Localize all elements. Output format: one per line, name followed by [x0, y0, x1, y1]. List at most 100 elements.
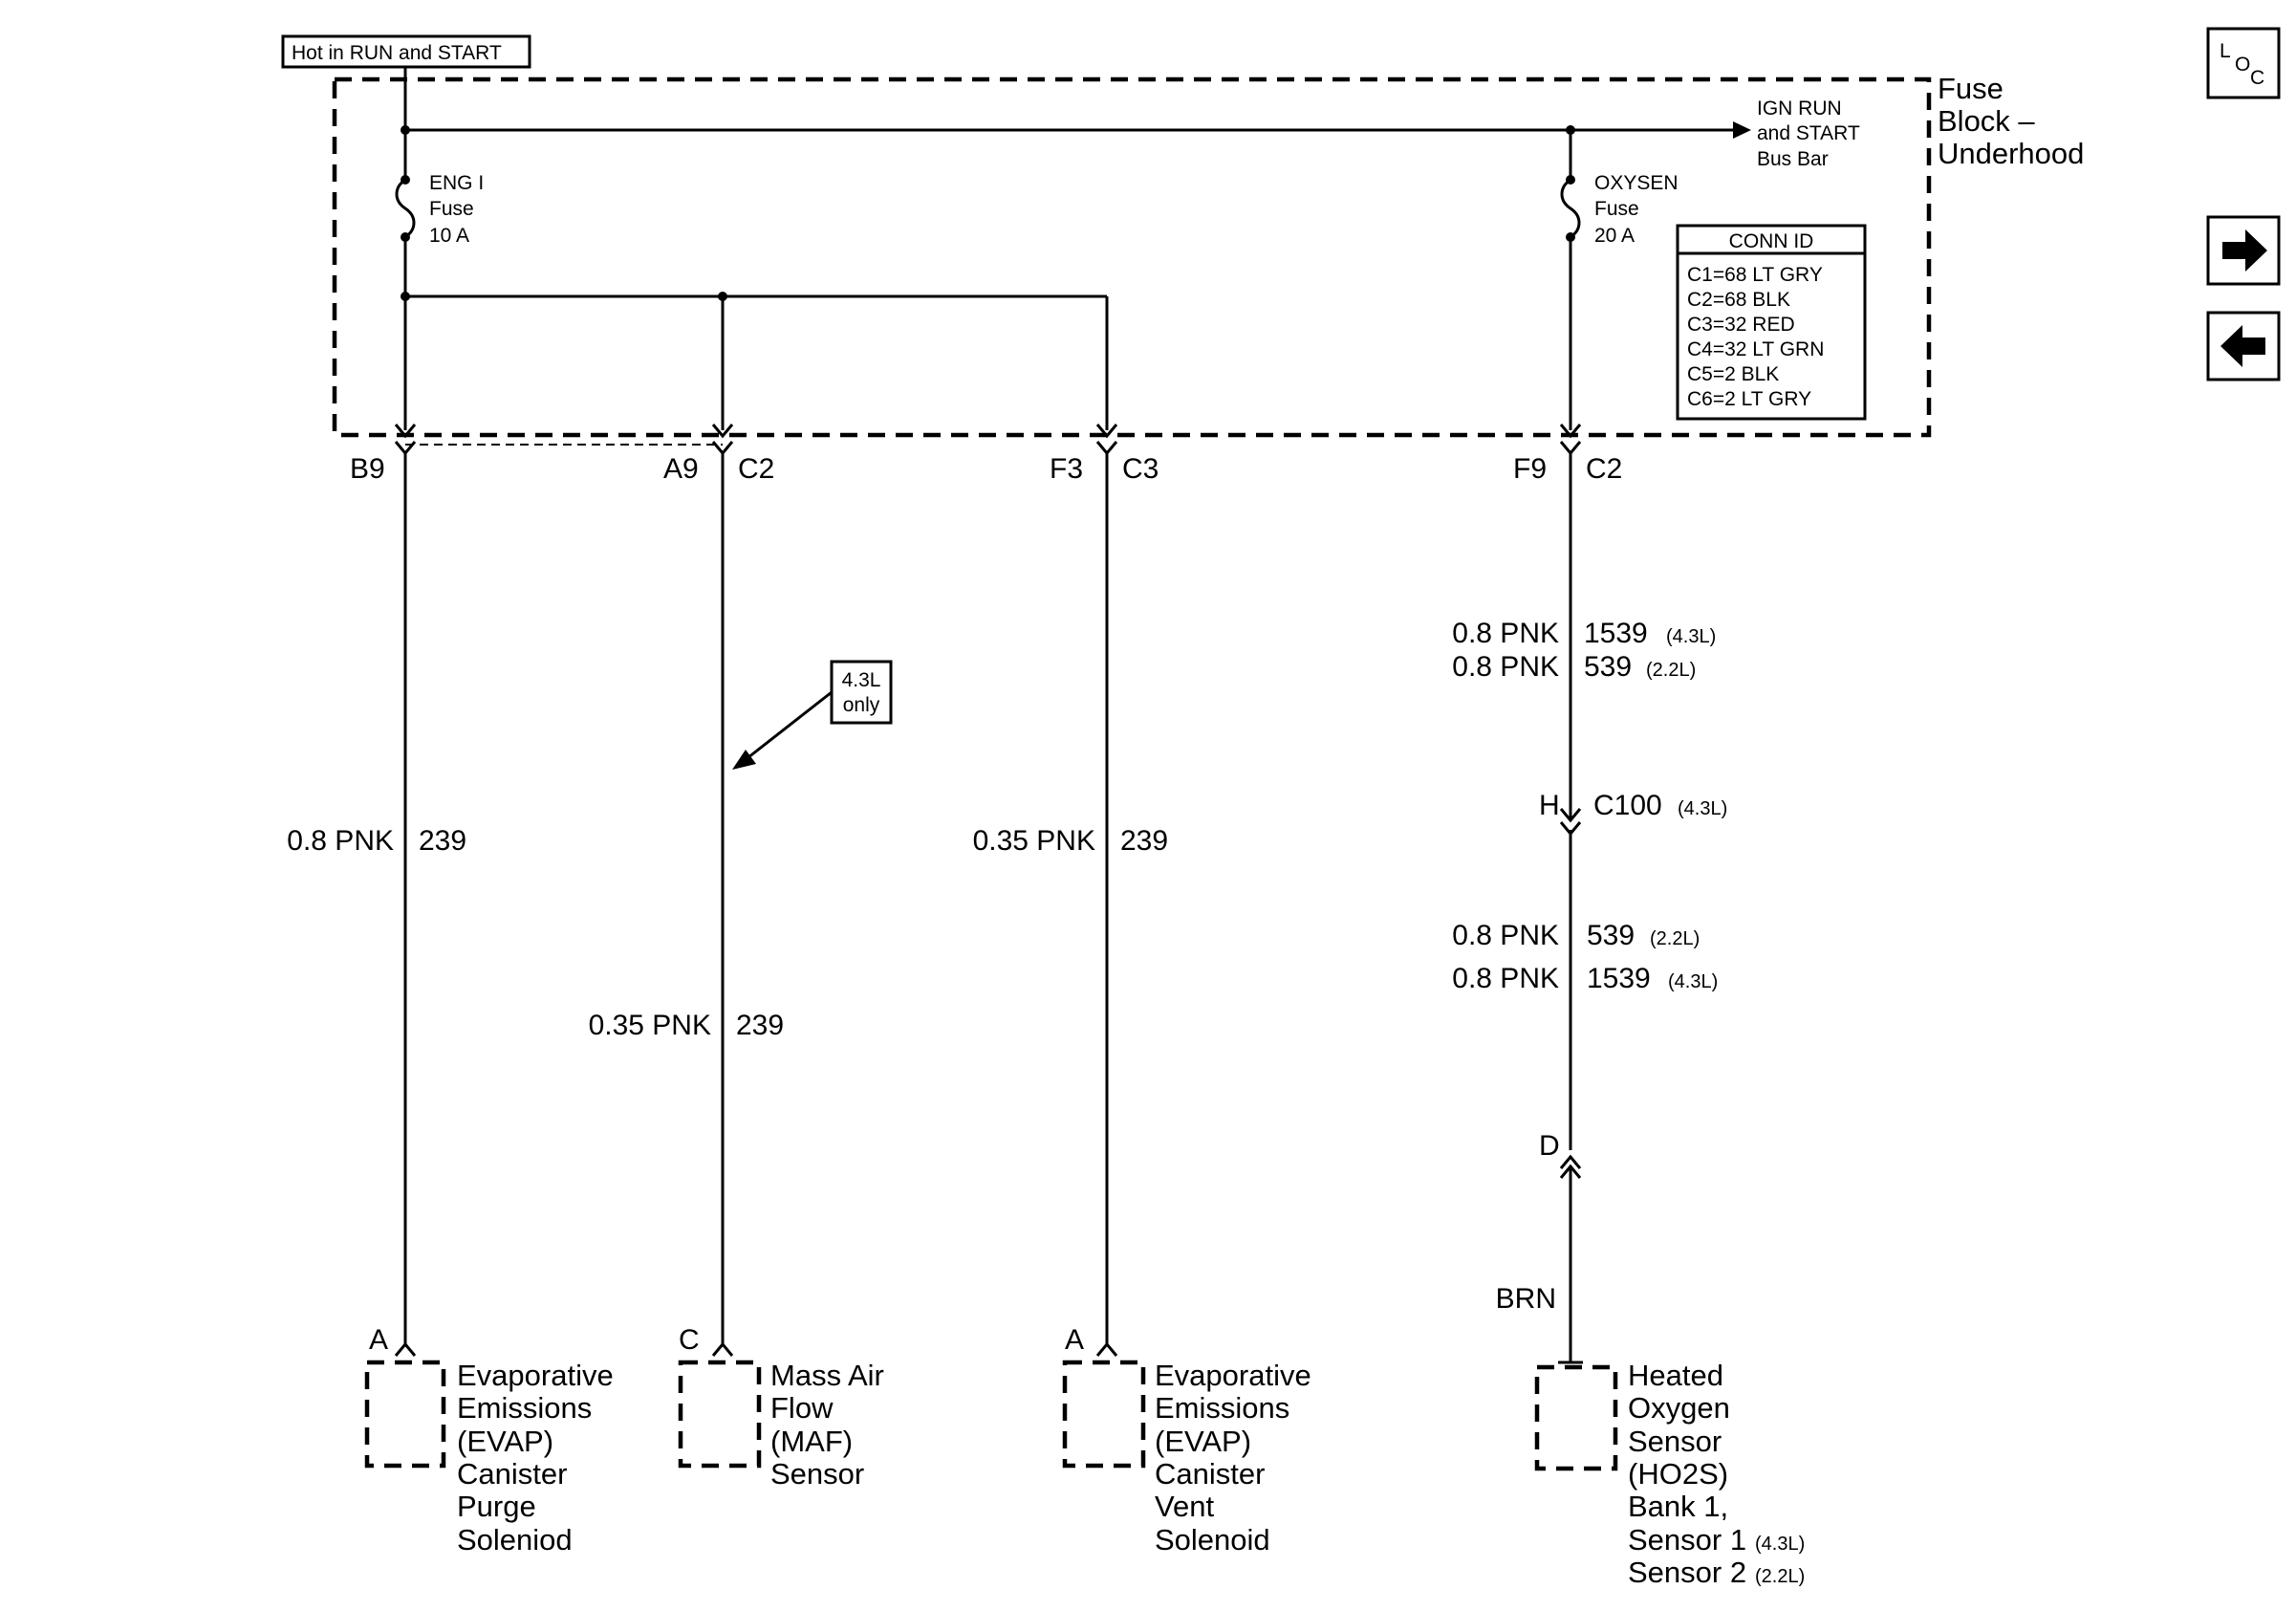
svg-text:Emissions: Emissions — [457, 1391, 592, 1425]
left-arrow-icon — [2220, 325, 2265, 367]
svg-text:239: 239 — [736, 1010, 784, 1041]
wire-label-ho2s-upper: 0.8 PNK 1539 (4.3L) 0.8 PNK 539 (2.2L) — [1452, 618, 1716, 683]
eng-fuse-symbol — [395, 178, 416, 239]
svg-text:Canister: Canister — [457, 1457, 567, 1491]
svg-text:O: O — [2235, 54, 2250, 76]
svg-text:0.8 PNK: 0.8 PNK — [1452, 651, 1559, 683]
component-connector-caps — [394, 1341, 1583, 1364]
wire-label-ho2s-middle: 0.8 PNK 539 (2.2L) 0.8 PNK 1539 (4.3L) — [1452, 920, 1718, 994]
svg-text:0.35 PNK: 0.35 PNK — [589, 1010, 711, 1041]
wire-label-maf: 0.35 PNK 239 — [589, 1010, 784, 1041]
svg-text:C5=2 BLK: C5=2 BLK — [1687, 363, 1779, 385]
svg-text:1539: 1539 — [1584, 618, 1648, 649]
svg-text:0.8 PNK: 0.8 PNK — [287, 825, 394, 857]
svg-text:Sensor 1: Sensor 1 — [1628, 1523, 1746, 1557]
svg-text:C100: C100 — [1593, 790, 1662, 821]
oxy-fuse-symbol — [1560, 178, 1581, 239]
svg-text:(2.2L): (2.2L) — [1646, 660, 1696, 681]
svg-text:Sensor 2: Sensor 2 — [1628, 1556, 1746, 1589]
svg-text:Sensor: Sensor — [770, 1457, 864, 1491]
svg-text:Bus Bar: Bus Bar — [1757, 148, 1829, 170]
svg-text:(MAF): (MAF) — [770, 1425, 853, 1458]
svg-text:Bank 1,: Bank 1, — [1628, 1490, 1728, 1523]
svg-text:0.8 PNK: 0.8 PNK — [1452, 618, 1559, 649]
svg-text:Underhood: Underhood — [1938, 137, 2084, 170]
bus-bar-arrow — [1733, 121, 1751, 139]
svg-text:239: 239 — [419, 825, 466, 857]
svg-text:539: 539 — [1587, 920, 1635, 951]
svg-text:10 A: 10 A — [429, 225, 469, 247]
svg-text:Mass Air: Mass Air — [770, 1359, 884, 1392]
svg-text:C1=68 LT GRY: C1=68 LT GRY — [1687, 264, 1823, 286]
fuse-terminal-dot — [1566, 175, 1575, 185]
wire-label-evap-purge: 0.8 PNK 239 — [287, 825, 466, 857]
svg-text:Heated: Heated — [1628, 1359, 1723, 1392]
terminal-connectors — [394, 424, 1582, 456]
loc-button[interactable]: L O C — [2206, 27, 2281, 99]
svg-text:(4.3L): (4.3L) — [1666, 626, 1716, 647]
svg-text:(HO2S): (HO2S) — [1628, 1457, 1728, 1491]
svg-text:Oxygen: Oxygen — [1628, 1391, 1730, 1425]
previous-page-button[interactable] — [2206, 311, 2281, 381]
svg-text:239: 239 — [1120, 825, 1168, 857]
component-evap-vent-solenoid: A Evaporative Emissions (EVAP) Canister … — [1062, 1324, 1311, 1557]
svg-text:(4.3L): (4.3L) — [1668, 971, 1718, 992]
svg-text:0.35 PNK: 0.35 PNK — [973, 825, 1095, 857]
svg-text:Fuse: Fuse — [429, 198, 474, 220]
svg-text:539: 539 — [1584, 651, 1632, 683]
svg-text:A: A — [369, 1324, 388, 1356]
conn-id-table: CONN ID C1=68 LT GRY C2=68 BLK C3=32 RED… — [1676, 224, 1867, 421]
svg-text:only: only — [843, 694, 880, 716]
terminal-a9: A9 — [663, 453, 699, 485]
svg-text:IGN RUN: IGN RUN — [1757, 98, 1842, 120]
component-ho2s: Heated Oxygen Sensor (HO2S) Bank 1, Sens… — [1534, 1359, 1805, 1589]
svg-text:Canister: Canister — [1155, 1457, 1265, 1491]
terminal-f9-conn: C2 — [1586, 453, 1622, 485]
svg-text:C2=68 BLK: C2=68 BLK — [1687, 289, 1790, 311]
svg-text:CONN ID: CONN ID — [1729, 230, 1814, 252]
svg-text:(2.2L): (2.2L) — [1650, 928, 1700, 949]
oxy-fuse-label: OXYSEN Fuse 20 A — [1594, 172, 1679, 247]
terminal-f3-conn: C3 — [1122, 453, 1159, 485]
callout-4-3l-only: 4.3L only — [732, 660, 893, 770]
svg-text:Flow: Flow — [770, 1391, 834, 1425]
svg-text:20 A: 20 A — [1594, 225, 1635, 247]
svg-text:C: C — [2250, 67, 2264, 89]
svg-text:C4=32 LT GRN: C4=32 LT GRN — [1687, 338, 1824, 360]
svg-text:Vent: Vent — [1155, 1490, 1214, 1523]
next-page-button[interactable] — [2206, 215, 2281, 286]
svg-text:(4.3L): (4.3L) — [1678, 798, 1727, 819]
svg-text:0.8 PNK: 0.8 PNK — [1452, 920, 1559, 951]
fuse-terminal-dot — [401, 175, 410, 185]
svg-text:Block –: Block – — [1938, 104, 2035, 138]
bus-bar-label: IGN RUN and START Bus Bar — [1757, 98, 1860, 170]
svg-text:0.8 PNK: 0.8 PNK — [1452, 963, 1559, 994]
svg-text:L: L — [2220, 40, 2231, 62]
svg-text:(EVAP): (EVAP) — [457, 1425, 553, 1458]
component-evap-purge-solenoid: A Evaporative Emissions (EVAP) Canister … — [364, 1324, 614, 1557]
svg-text:Solenoid: Solenoid — [1155, 1523, 1270, 1557]
wire-label-brn: BRN — [1496, 1283, 1556, 1315]
hot-in-run-start-label: Hot in RUN and START — [281, 34, 531, 69]
terminal-a9-conn: C2 — [738, 453, 774, 485]
svg-text:(2.2L): (2.2L) — [1755, 1566, 1805, 1587]
svg-text:Emissions: Emissions — [1155, 1391, 1289, 1425]
wire-label-evap-vent: 0.35 PNK 239 — [973, 825, 1168, 857]
right-arrow-icon — [2222, 229, 2267, 272]
svg-text:(4.3L): (4.3L) — [1755, 1534, 1805, 1555]
svg-text:1539: 1539 — [1587, 963, 1651, 994]
svg-text:and START: and START — [1757, 122, 1860, 144]
svg-text:OXYSEN: OXYSEN — [1594, 172, 1679, 194]
svg-text:(EVAP): (EVAP) — [1155, 1425, 1251, 1458]
svg-text:Hot in RUN and START: Hot in RUN and START — [292, 42, 502, 64]
terminal-f3: F3 — [1050, 453, 1083, 485]
svg-text:Fuse: Fuse — [1938, 72, 2004, 105]
svg-text:Purge: Purge — [457, 1490, 536, 1523]
svg-text:ENG I: ENG I — [429, 172, 484, 194]
c100-connector: H C100 (4.3L) — [1539, 790, 1727, 837]
terminal-f9: F9 — [1513, 453, 1547, 485]
svg-text:C: C — [679, 1324, 700, 1356]
svg-text:C6=2 LT GRY: C6=2 LT GRY — [1687, 388, 1811, 410]
svg-text:H: H — [1539, 790, 1560, 821]
